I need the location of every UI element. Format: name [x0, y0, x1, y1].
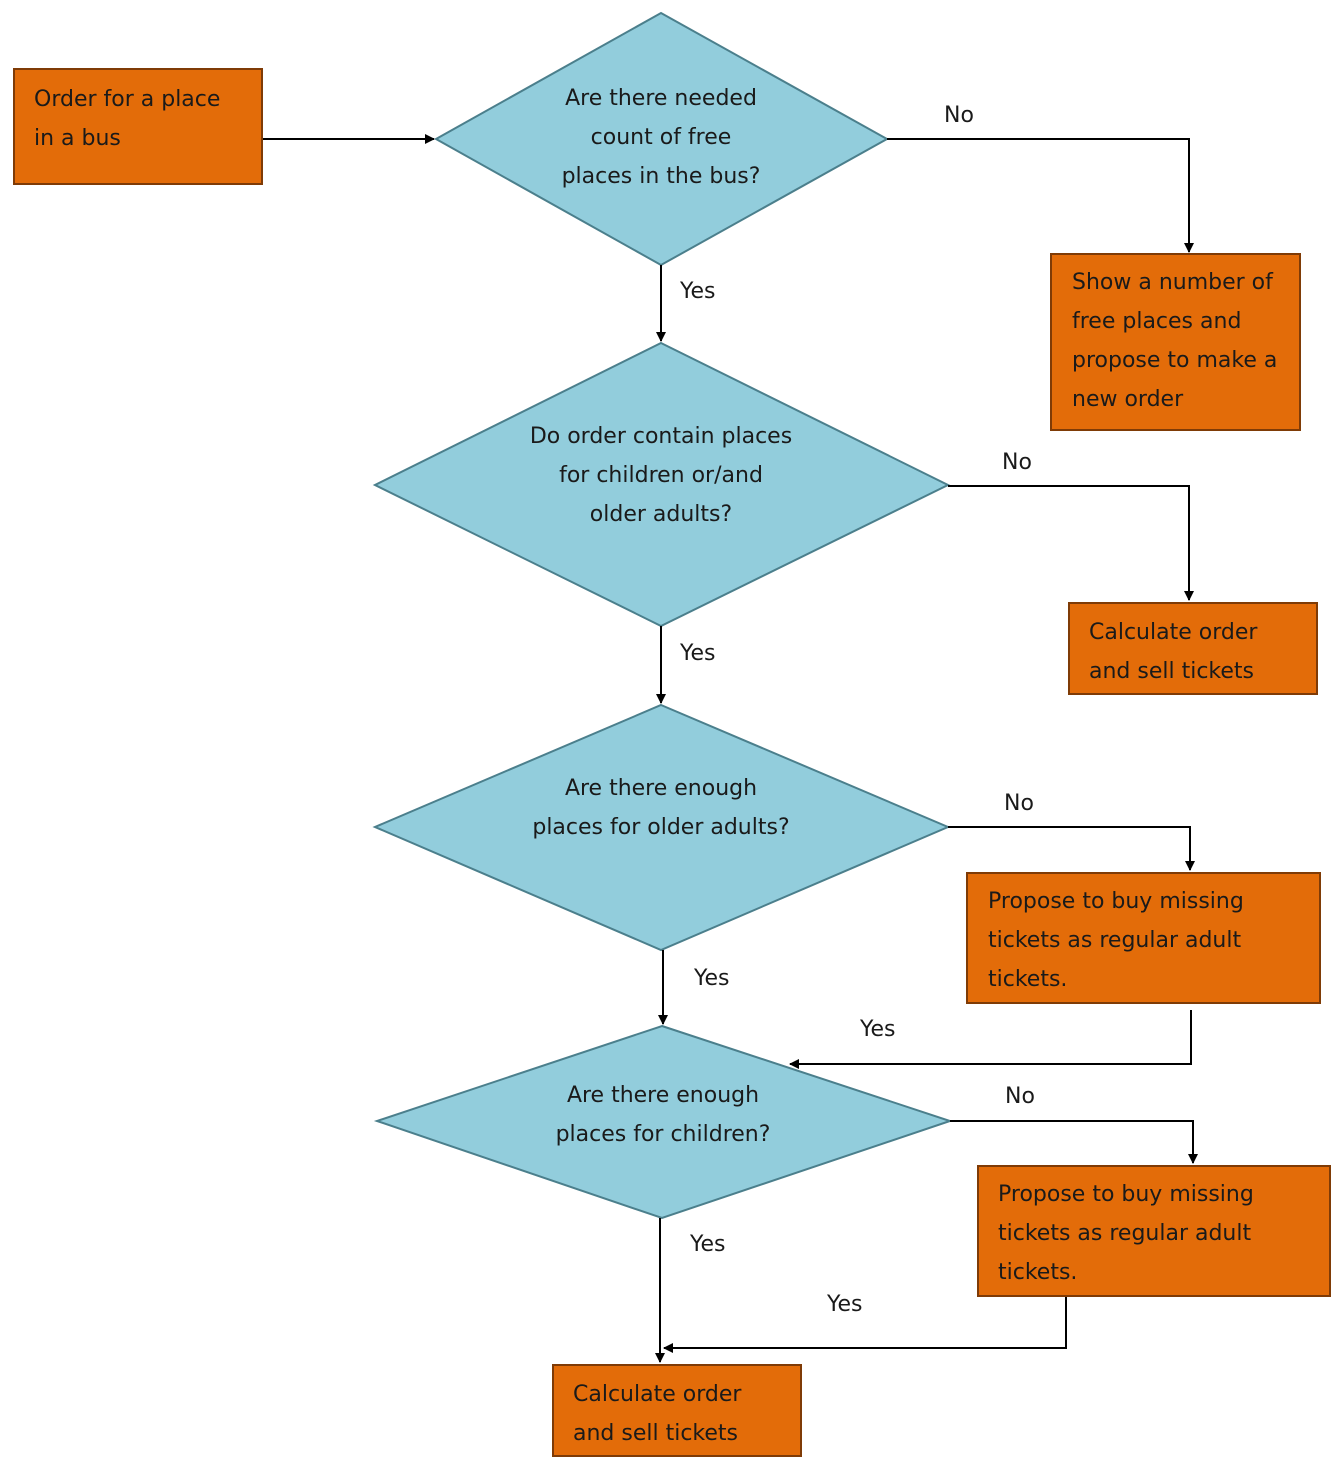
label-d1-no: No: [944, 103, 974, 128]
edge-d3-no: [948, 826, 1195, 871]
decision-children-older-adults-text: Do order contain places for children or/…: [529, 424, 793, 527]
label-propose2-yes: Yes: [827, 1292, 863, 1317]
label-d2-yes: Yes: [680, 641, 716, 666]
decision-enough-children: [373, 1024, 954, 1220]
edge-propose2-yes: [663, 1297, 1067, 1353]
propose-children-box: Propose to buy missing tickets as regula…: [977, 1165, 1331, 1297]
label-d3-no: No: [1004, 791, 1034, 816]
edge-propose1-yes: [789, 1010, 1192, 1069]
label-d2-no: No: [1002, 450, 1032, 475]
calculate-order-box-2: Calculate order and sell tickets: [552, 1364, 802, 1457]
label-d1-yes: Yes: [680, 279, 716, 304]
label-d4-no: No: [1005, 1084, 1035, 1109]
edge-d1-no: [887, 138, 1194, 253]
calculate-order-box-1: Calculate order and sell tickets: [1068, 602, 1318, 695]
edge-d4-no: [950, 1120, 1198, 1164]
decision-enough-children-text: Are there enough places for children?: [555, 1083, 771, 1147]
label-propose1-yes: Yes: [860, 1017, 896, 1042]
decision-enough-older-adults-text: Are there enough places for older adults…: [532, 776, 790, 840]
decision-enough-older-adults: [372, 703, 951, 952]
label-d4-yes: Yes: [690, 1232, 726, 1257]
label-d3-yes: Yes: [694, 966, 730, 991]
propose-older-adults-box: Propose to buy missing tickets as regula…: [966, 872, 1321, 1004]
show-free-places-box: Show a number of free places and propose…: [1050, 253, 1301, 431]
start-box: Order for a place in a bus: [13, 68, 263, 185]
decision-free-places-text: Are there needed count of free places in…: [561, 86, 761, 189]
edge-d2-no: [948, 485, 1194, 601]
